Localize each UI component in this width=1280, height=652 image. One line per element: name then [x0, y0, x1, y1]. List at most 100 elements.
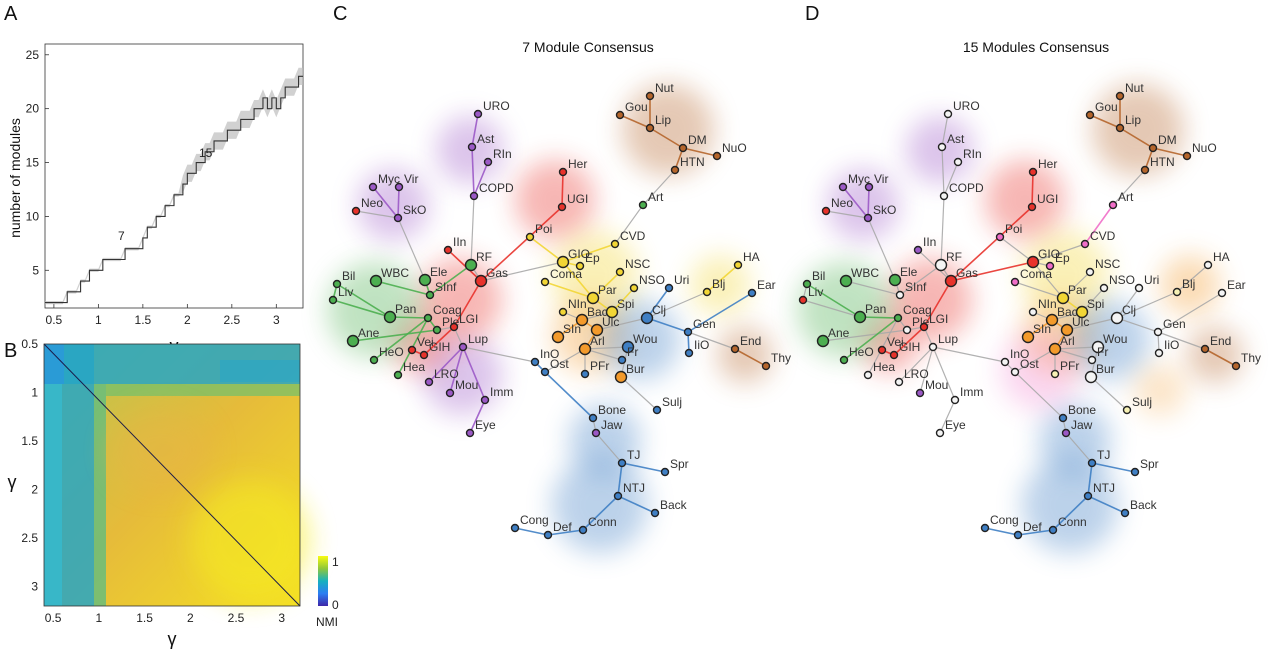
network-node[interactable]: Nut: [645, 81, 675, 101]
network-node[interactable]: Sulj: [1122, 395, 1153, 415]
network-node[interactable]: CVD: [610, 229, 646, 249]
network-node[interactable]: Eye: [465, 418, 497, 438]
network-node[interactable]: Hea: [863, 360, 896, 380]
network-node[interactable]: Coag: [893, 303, 932, 323]
network-node[interactable]: Cong: [510, 513, 549, 533]
network-node[interactable]: Ost: [540, 357, 570, 377]
network-node[interactable]: Bac: [575, 305, 608, 327]
network-node[interactable]: InO: [530, 347, 560, 367]
network-node[interactable]: Gen: [683, 317, 716, 337]
network-node[interactable]: IiO: [1154, 338, 1180, 358]
network-node[interactable]: Gou: [615, 100, 648, 120]
network-node[interactable]: URO: [943, 99, 980, 119]
network-node[interactable]: HeO: [839, 345, 874, 365]
network-node[interactable]: Pan: [383, 302, 417, 324]
network-node[interactable]: Poi: [525, 222, 553, 242]
network-node[interactable]: SIn: [551, 322, 582, 344]
network-node[interactable]: Def: [1013, 520, 1043, 540]
network-node[interactable]: Conn: [578, 515, 617, 535]
network-node[interactable]: GIH: [889, 340, 921, 360]
network-node[interactable]: Spi: [605, 297, 635, 319]
network-node[interactable]: HA: [1203, 250, 1230, 270]
network-node[interactable]: UGI: [557, 192, 589, 212]
network-node[interactable]: SkO: [863, 203, 897, 223]
network-node[interactable]: LGI: [919, 312, 949, 332]
network-node[interactable]: Fr: [617, 345, 639, 365]
network-node[interactable]: Sulj: [652, 395, 683, 415]
network-node[interactable]: Fr: [1087, 345, 1109, 365]
network-node[interactable]: Ep: [575, 251, 601, 271]
network-node[interactable]: Lup: [928, 332, 959, 352]
network-node[interactable]: Eye: [935, 418, 967, 438]
network-node[interactable]: Ear: [1217, 278, 1246, 298]
network-node[interactable]: WBC: [839, 266, 880, 288]
network-node[interactable]: Coma: [540, 267, 583, 287]
network-node[interactable]: Par: [586, 283, 617, 305]
network-node[interactable]: Poi: [995, 222, 1023, 242]
network-node[interactable]: Vir: [864, 172, 889, 192]
network-node[interactable]: Clj: [1110, 303, 1137, 325]
network-node[interactable]: GIO: [556, 247, 591, 269]
network-node[interactable]: COPD: [939, 181, 985, 201]
network-node[interactable]: Arl: [1048, 334, 1075, 356]
network-node[interactable]: Ane: [346, 326, 380, 348]
network-node[interactable]: Spr: [660, 457, 689, 477]
network-node[interactable]: LGI: [449, 312, 479, 332]
network-node[interactable]: WBC: [369, 266, 410, 288]
network-node[interactable]: Bur: [1084, 362, 1115, 384]
network-node[interactable]: Lip: [645, 113, 672, 133]
network-node[interactable]: Jaw: [591, 418, 623, 438]
network-node[interactable]: URO: [473, 99, 510, 119]
network-node[interactable]: RIn: [483, 147, 512, 167]
network-node[interactable]: NuO: [1182, 141, 1217, 161]
network-node[interactable]: COPD: [469, 181, 515, 201]
network-node[interactable]: Coag: [423, 303, 462, 323]
network-node[interactable]: RIn: [953, 147, 982, 167]
network-node[interactable]: Arl: [578, 334, 605, 356]
network-node[interactable]: Vir: [394, 172, 419, 192]
network-node[interactable]: SIn: [1021, 322, 1052, 344]
network-node[interactable]: Mou: [915, 378, 949, 398]
network-node[interactable]: Ost: [1010, 357, 1040, 377]
network-node[interactable]: PFr: [1050, 359, 1080, 379]
network-node[interactable]: Bone: [588, 403, 627, 423]
network-node[interactable]: Blj: [702, 277, 726, 297]
network-node[interactable]: Lup: [458, 332, 489, 352]
network-node[interactable]: HTN: [670, 155, 705, 175]
network-node[interactable]: LRO: [424, 367, 459, 387]
network-node[interactable]: Clj: [640, 303, 667, 325]
network-node[interactable]: HeO: [369, 345, 404, 365]
network-node[interactable]: UGI: [1027, 192, 1059, 212]
network-node[interactable]: IIn: [913, 235, 937, 255]
network-node[interactable]: Par: [1056, 283, 1087, 305]
network-node[interactable]: Gou: [1085, 100, 1118, 120]
network-node[interactable]: Def: [543, 520, 573, 540]
network-node[interactable]: Thy: [1231, 351, 1262, 371]
network-node[interactable]: Neo: [351, 196, 384, 216]
network-node[interactable]: Pan: [853, 302, 887, 324]
network-node[interactable]: Wou: [621, 332, 658, 354]
network-node[interactable]: Wou: [1091, 332, 1128, 354]
network-node[interactable]: Her: [558, 157, 588, 177]
network-node[interactable]: Gas: [944, 266, 979, 288]
network-node[interactable]: Thy: [761, 351, 792, 371]
network-node[interactable]: Back: [650, 498, 688, 518]
network-node[interactable]: Mou: [445, 378, 479, 398]
network-node[interactable]: Vei: [877, 335, 904, 355]
network-node[interactable]: Bac: [1045, 305, 1078, 327]
network-node[interactable]: GIO: [1026, 247, 1061, 269]
network-node[interactable]: Ast: [467, 132, 496, 152]
network-node[interactable]: Neo: [821, 196, 854, 216]
network-node[interactable]: Imm: [480, 385, 514, 405]
network-node[interactable]: Spr: [1130, 457, 1159, 477]
network-node[interactable]: NSC: [1085, 257, 1121, 277]
network-node[interactable]: NTJ: [613, 481, 646, 501]
network-node[interactable]: NuO: [712, 141, 747, 161]
network-node[interactable]: NSC: [615, 257, 651, 277]
network-node[interactable]: NSO: [629, 273, 666, 293]
network-node[interactable]: Bone: [1058, 403, 1097, 423]
network-node[interactable]: Art: [638, 190, 665, 210]
network-node[interactable]: Imm: [950, 385, 984, 405]
network-node[interactable]: NSO: [1099, 273, 1136, 293]
network-node[interactable]: Hea: [393, 360, 426, 380]
